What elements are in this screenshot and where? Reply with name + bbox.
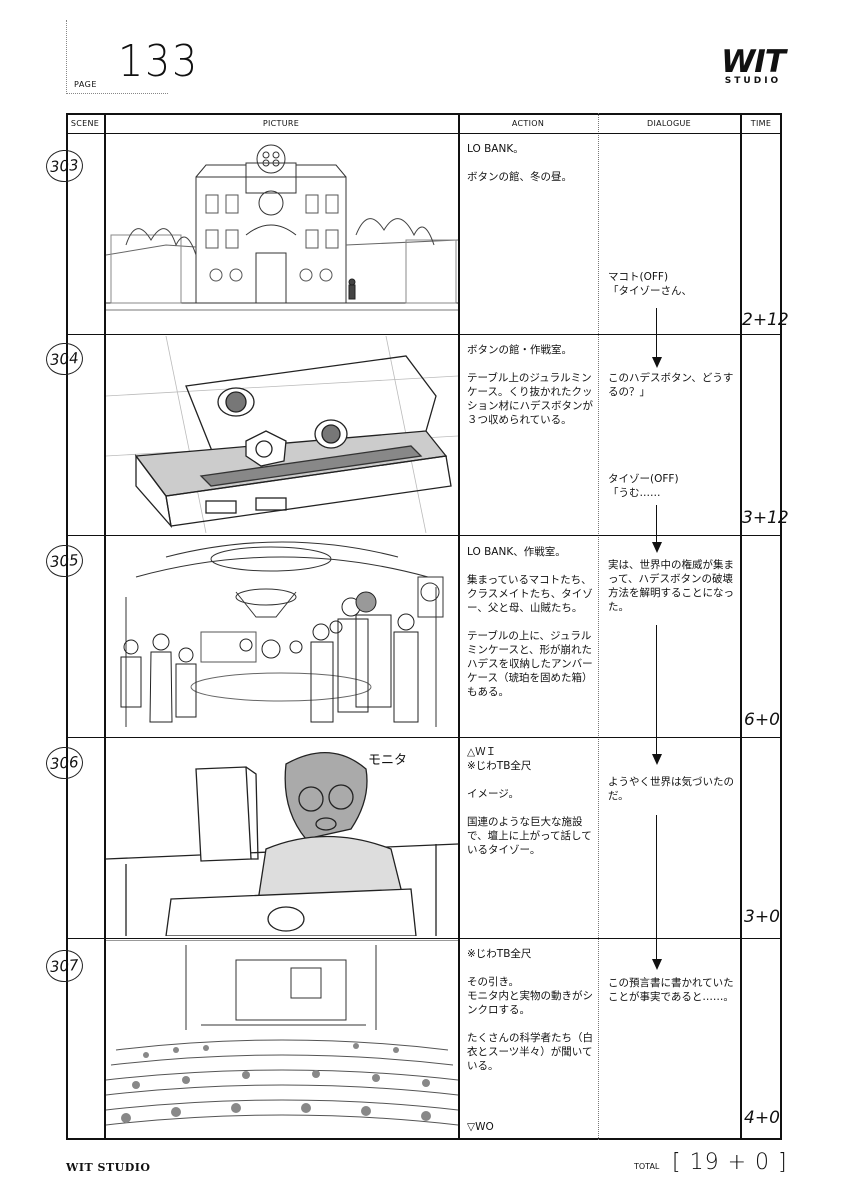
divider-dialogue-time <box>740 113 742 1140</box>
col-header-picture: PICTURE <box>262 119 300 128</box>
total-label: TOTAL <box>634 1162 660 1171</box>
row-divider <box>66 938 782 939</box>
studio-logo: WIT STUDIO <box>713 46 793 102</box>
divider-picture-action <box>458 113 460 1140</box>
panel-taizo-speech: モニタ <box>106 739 458 936</box>
dialogue-text: タイゾー(OFF) 「うむ…… <box>608 473 679 499</box>
scene-number: 306 <box>44 745 84 781</box>
header-row-divider <box>66 133 782 134</box>
dialogue-text: ようやく世界は気づいたのだ。 <box>608 776 734 802</box>
action-transition: ▽WO <box>467 1121 494 1133</box>
panel-auditorium <box>106 940 458 1138</box>
panel-mansion-exterior <box>106 135 458 332</box>
dialogue-continuation-arrow <box>652 625 662 765</box>
dialogue-text: このハデスボタン、どうするの？」 <box>608 372 734 398</box>
row-divider <box>66 535 782 536</box>
dialogue-text: マコト(OFF) 「タイゾーさん、 <box>608 271 692 297</box>
logo-wordmark: WIT <box>721 44 786 80</box>
time-value: 3+12 <box>742 508 789 528</box>
page-number: 133 <box>118 36 199 87</box>
dialogue-continuation-arrow <box>652 505 662 553</box>
row-divider <box>66 737 782 738</box>
action-text: ボタンの館・作戦室。 テーブル上のジュラルミンケース。くり抜かれたクッション材に… <box>467 344 593 426</box>
page-label: PAGE <box>74 80 97 89</box>
scene-number: 304 <box>44 341 84 377</box>
col-header-time: TIME <box>750 119 772 128</box>
row-divider <box>66 334 782 335</box>
dialogue-continuation-arrow <box>652 308 662 368</box>
time-value: 4+0 <box>744 1108 780 1128</box>
time-value: 3+0 <box>744 907 780 927</box>
action-text: LO BANK、作戦室。 集まっているマコトたち、クラスメイトたち、タイゾー、父… <box>467 546 593 698</box>
scene-number: 307 <box>44 948 84 984</box>
total-value: [ 19 + 0 ] <box>672 1150 788 1175</box>
time-value: 2+12 <box>742 310 789 330</box>
storyboard-table <box>66 113 782 1140</box>
col-header-scene: SCENE <box>70 119 100 128</box>
dialogue-text: この預言書に書かれていたことが事実であると……。 <box>608 977 734 1003</box>
panel-note: モニタ <box>368 753 408 768</box>
time-value: 6+0 <box>744 710 780 730</box>
action-text: ※じわTB全尺 その引き。 モニタ内と実物の動きがシンクロする。 たくさんの科学… <box>467 948 593 1072</box>
divider-action-dialogue <box>598 113 599 1140</box>
panel-duralumin-case <box>106 336 458 533</box>
scene-number: 305 <box>44 543 84 579</box>
action-text: LO BANK。 ボタンの館、冬の昼。 <box>467 143 572 183</box>
page-number-box <box>66 20 168 96</box>
col-header-dialogue: DIALOGUE <box>647 119 691 128</box>
col-header-action: ACTION <box>511 119 545 128</box>
divider-scene-picture <box>104 113 106 1140</box>
action-text: △ＷＩ ※じわTB全尺 イメージ。 国連のような巨大な施設で、壇上に上がって話し… <box>467 746 592 856</box>
panel-strategy-room-crowd <box>106 537 458 735</box>
scene-number: 303 <box>44 148 84 184</box>
dialogue-text: 実は、世界中の権威が集まって、ハデスボタンの破壊方法を解明することになった。 <box>608 559 734 613</box>
footer-studio: WIT STUDIO <box>66 1161 151 1174</box>
dialogue-continuation-arrow <box>652 815 662 970</box>
logo-subtitle: STUDIO <box>724 76 782 86</box>
